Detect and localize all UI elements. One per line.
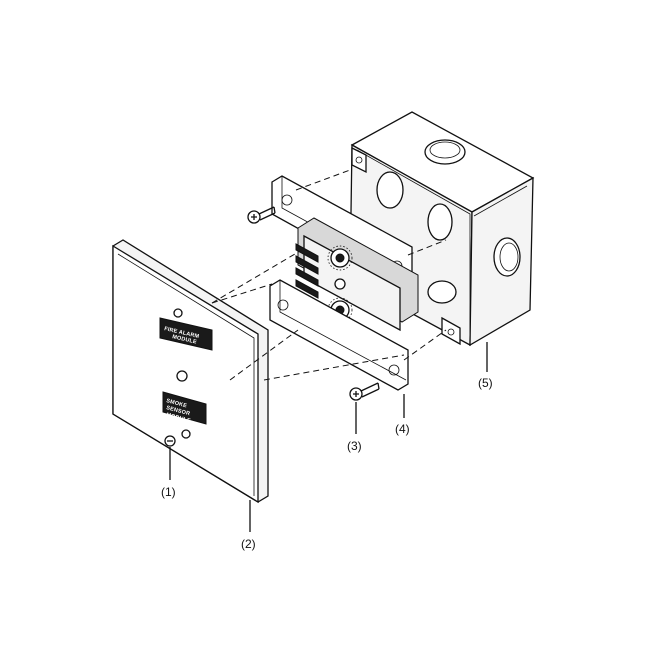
knockout-front-upper-left: [376, 171, 404, 209]
plate-label-top-line2: MODULE: [172, 334, 198, 346]
bracket-screw-hole-upper-left: [281, 194, 293, 206]
alignment-lines: [211, 169, 447, 381]
callout-5: (5): [478, 376, 493, 390]
knockout-top: [424, 139, 466, 165]
plate-label-bottom-line1: SMOKE: [165, 398, 187, 409]
module-screw: [349, 382, 380, 401]
leader-lines: [169, 342, 488, 532]
callout-4: (4): [395, 422, 410, 436]
callout-2: (2): [241, 537, 256, 551]
plate-screw: [164, 435, 176, 447]
knockout-front-lower: [427, 280, 457, 304]
callout-1: (1): [161, 485, 176, 499]
knockout-right: [493, 237, 521, 277]
rotary-switch-upper: [327, 245, 353, 271]
callout-3: (3): [347, 439, 362, 453]
plate-label-top: [159, 317, 213, 351]
led-window: [176, 370, 188, 382]
module-assembly: [269, 175, 419, 391]
bracket-screw-hole-lower-right: [388, 364, 400, 376]
plate-label-bottom: [162, 391, 207, 425]
knockout-front-upper-right: [427, 203, 453, 241]
bracket-screw-top: [247, 206, 276, 224]
cover-plate: FIRE ALARM MODULE SMOKE SENSOR MODULE: [112, 239, 269, 504]
